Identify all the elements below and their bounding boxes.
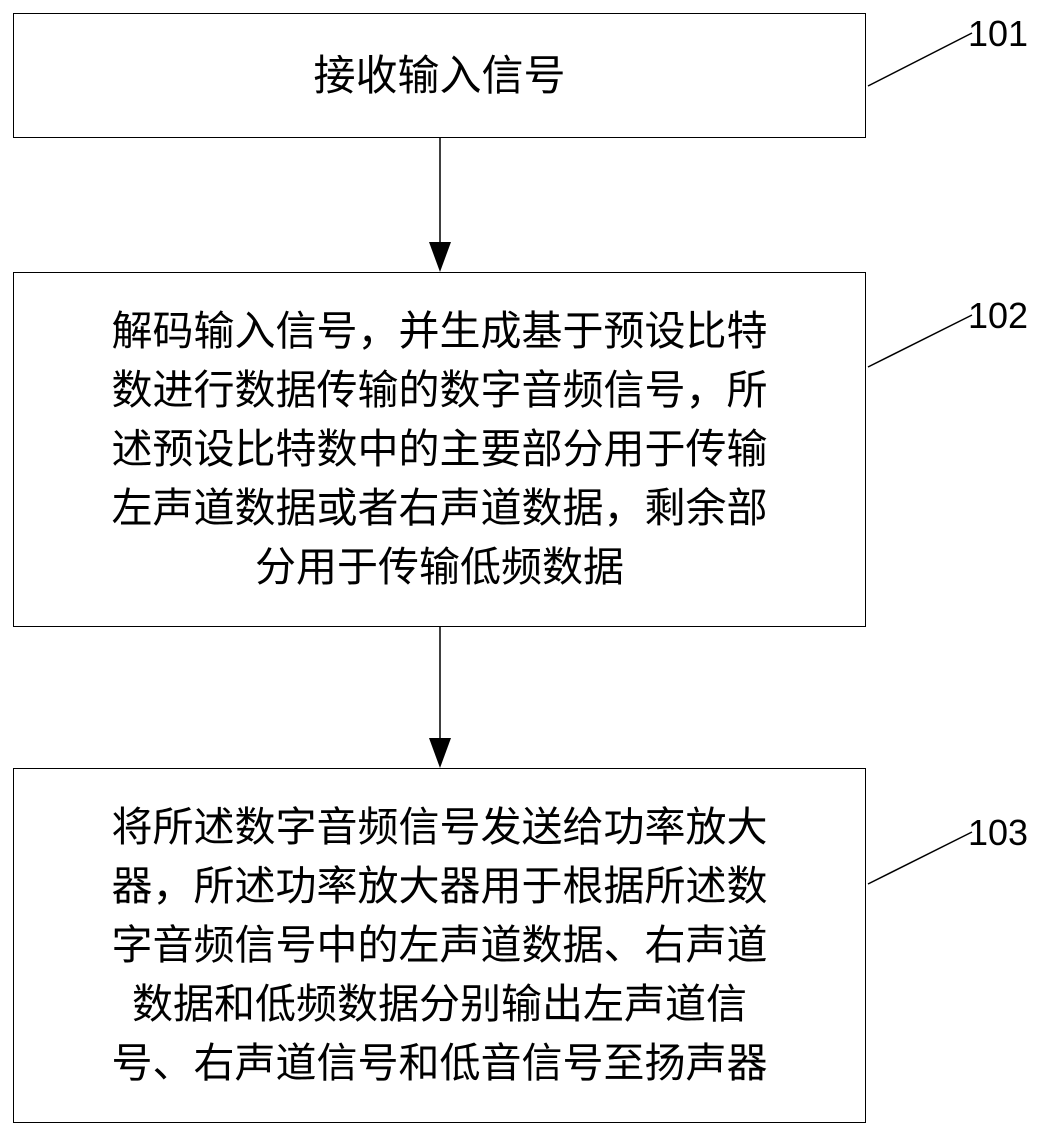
step-text-line: 器，所述功率放大器用于根据所述数 (111, 862, 768, 910)
step-text-line: 左声道数据或者右声道数据，剩余部 (111, 484, 768, 532)
step-text-line: 述预设比特数中的主要部分用于传输 (111, 425, 768, 473)
step-text-line: 字音频信号中的左声道数据、右声道 (111, 921, 768, 969)
reference-numeral-102: 102 (968, 295, 1029, 336)
step-text-line: 分用于传输低频数据 (255, 543, 624, 591)
step-text-line: 解码输入信号，并生成基于预设比特 (111, 307, 768, 355)
step-text-line: 将所述数字音频信号发送给功率放大 (111, 803, 768, 851)
step-text-line: 号、右声道信号和低音信号至扬声器 (111, 1039, 768, 1087)
step-box-101: 接收输入信号 (13, 13, 866, 138)
leader-line-101 (867, 32, 973, 87)
reference-numeral-101: 101 (968, 13, 1029, 54)
step-box-103: 将所述数字音频信号发送给功率放大 器，所述功率放大器用于根据所述数 字音频信号中… (13, 768, 866, 1123)
flow-arrow-102-to-103 (429, 627, 451, 768)
step-text-line: 接收输入信号 (313, 51, 566, 100)
reference-numeral-103: 103 (968, 812, 1029, 853)
step-text-line: 数据和低频数据分别输出左声道信 (132, 980, 747, 1028)
leader-line-102 (867, 314, 973, 368)
step-box-102: 解码输入信号，并生成基于预设比特 数进行数据传输的数字音频信号，所 述预设比特数… (13, 272, 866, 627)
flow-arrow-101-to-102 (429, 138, 451, 272)
leader-line-103 (867, 831, 973, 885)
step-text-line: 数进行数据传输的数字音频信号，所 (111, 366, 768, 414)
